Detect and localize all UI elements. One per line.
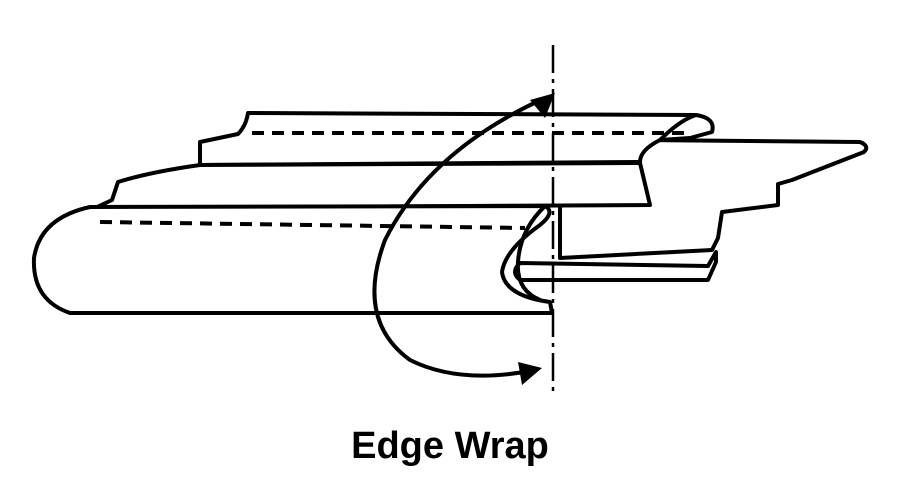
diagram-caption: Edge Wrap (351, 425, 549, 467)
wrapped-edge (31, 204, 554, 315)
arrowhead-bottom-icon (518, 362, 542, 385)
top-fold-edge (658, 113, 698, 142)
middle-layer (93, 161, 652, 210)
wrap-inner-edge (515, 204, 547, 302)
top-layer (198, 111, 715, 167)
arrowhead-top-icon (530, 93, 555, 118)
lower-stitch-line (99, 220, 526, 230)
rotation-arrow (372, 96, 547, 378)
